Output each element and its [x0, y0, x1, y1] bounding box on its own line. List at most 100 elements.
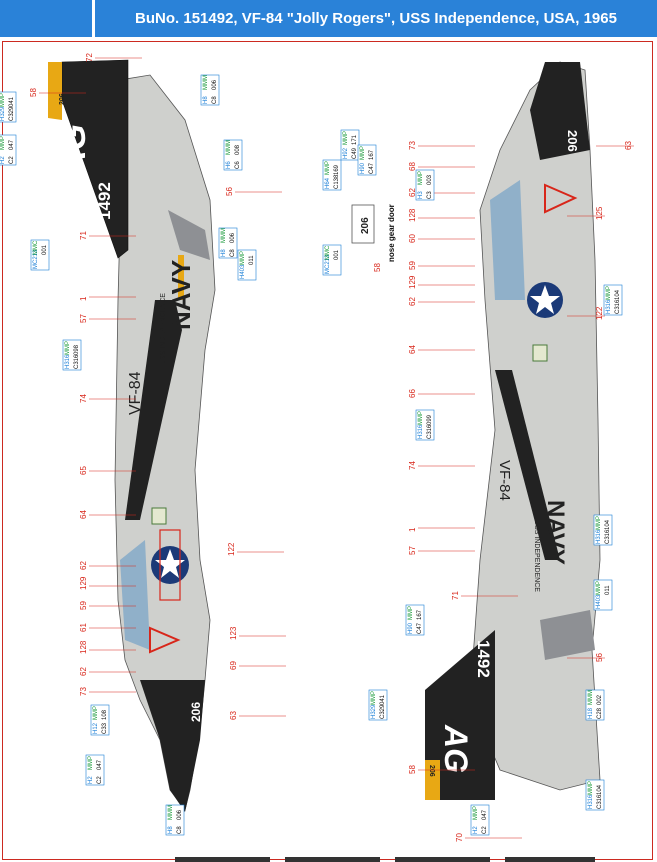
- paint-code-text: MMP: [240, 251, 246, 265]
- paint-code-text: MMM: [221, 228, 227, 243]
- paint-code-text: 011: [249, 255, 255, 265]
- gear-door-shape: [351, 204, 375, 244]
- left-callout-64: 64: [79, 510, 88, 519]
- paint-code-frame: [165, 804, 185, 836]
- paint-code-text: 001: [334, 249, 340, 260]
- right-canopy: [490, 180, 525, 300]
- paint-code-text: H18: [588, 707, 594, 719]
- paint-code-text: H3: [418, 191, 424, 199]
- paint-code-text: C47: [369, 162, 375, 174]
- left-callout-61: 61: [79, 623, 88, 632]
- paint-code-text: C2: [97, 776, 103, 784]
- left-callout-73: 73: [79, 687, 88, 696]
- paint-code-text: MMM: [203, 75, 209, 90]
- paint-code-frame: [200, 74, 220, 106]
- paint-code-text: H12: [93, 722, 99, 734]
- left-callout-57: 57: [79, 314, 88, 323]
- gear-door-callout: 58: [373, 263, 382, 272]
- paint-code-text: C138: [334, 174, 340, 189]
- paint-code-frame: [415, 409, 435, 441]
- left-intake: [168, 210, 210, 260]
- paint-code-frame: [585, 779, 605, 811]
- header-accent-block: [0, 0, 92, 37]
- paint-code-text: MMC: [33, 240, 39, 255]
- paint-code-text: H8: [168, 826, 174, 834]
- right-callout-70: 70: [455, 833, 464, 842]
- left-callout-122: 122: [227, 542, 236, 556]
- paint-code-text: MMP: [343, 131, 349, 145]
- paint-code-text: H329: [371, 704, 377, 719]
- left-roundel-star: [155, 549, 185, 578]
- paint-code-text: H90: [408, 622, 414, 634]
- paint-code-text: C8: [177, 826, 183, 834]
- paint-code-text: 047: [482, 809, 488, 820]
- paint-code-text: C2: [482, 826, 488, 834]
- right-callout-73: 73: [408, 141, 417, 150]
- paint-code-text: 169: [334, 164, 340, 175]
- left-tail-letters: AG: [55, 124, 93, 176]
- paint-code-text: MMM: [168, 805, 174, 820]
- paint-code-text: H6: [226, 161, 232, 169]
- paint-code-frame: [593, 514, 613, 546]
- paint-code-text: 006: [177, 809, 183, 820]
- paint-code-frame: [85, 754, 105, 786]
- right-tail-letters: AG: [438, 724, 474, 773]
- left-modex-nose: 206: [189, 702, 203, 722]
- right-callout-128: 128: [408, 208, 417, 222]
- paint-code-text: C316: [427, 424, 433, 439]
- paint-code-text: C2: [9, 156, 15, 164]
- right-serial: 1492: [474, 640, 493, 678]
- paint-code-text: MMM: [226, 140, 232, 155]
- paint-code-frame: [223, 139, 243, 171]
- left-callout-65: 65: [79, 466, 88, 475]
- paint-code-text: 104: [605, 519, 611, 530]
- paint-code-text: MMP: [418, 171, 424, 185]
- right-chevron: [544, 183, 578, 214]
- nose-gear-door: 206 nose gear door 58: [351, 204, 396, 272]
- right-callout-68: 68: [408, 162, 417, 171]
- paint-code-text: MMP: [325, 161, 331, 175]
- left-callout-69: 69: [229, 661, 238, 670]
- left-callout-1: 1: [79, 296, 88, 301]
- paint-code-text: MMP: [596, 516, 602, 530]
- paint-code-text: C47: [417, 622, 423, 634]
- paint-code-text: MMP: [408, 606, 414, 620]
- left-navy: NAVY: [166, 260, 196, 330]
- paint-code-text: H316: [65, 354, 71, 369]
- right-callout-59: 59: [408, 261, 417, 270]
- right-intake: [540, 610, 595, 660]
- paint-code-frame: [62, 339, 82, 371]
- left-callout-71: 71: [79, 231, 88, 240]
- paint-code-frame: [368, 689, 388, 721]
- right-modex-nose: 206: [565, 130, 580, 152]
- paint-code-text: 047: [9, 139, 15, 150]
- paint-code-text: MMP: [65, 341, 71, 355]
- left-callout-62: 62: [79, 667, 88, 676]
- paint-code-frame: [470, 804, 490, 836]
- right-stripe: [495, 370, 560, 560]
- paint-code-text: 041: [9, 96, 15, 107]
- paint-code-text: H8: [203, 96, 209, 104]
- left-callout-63: 63: [229, 711, 238, 720]
- left-stripe: [125, 300, 182, 520]
- right-tail-fin: [425, 630, 495, 800]
- right-callout-57: 57: [408, 546, 417, 555]
- page-title: BuNo. 151492, VF-84 "Jolly Rogers", USS …: [135, 10, 617, 27]
- paint-code-text: 008: [235, 144, 241, 155]
- left-callout-128: 128: [79, 640, 88, 654]
- paint-code-text: 047: [97, 759, 103, 770]
- paint-code-text: 041: [380, 694, 386, 705]
